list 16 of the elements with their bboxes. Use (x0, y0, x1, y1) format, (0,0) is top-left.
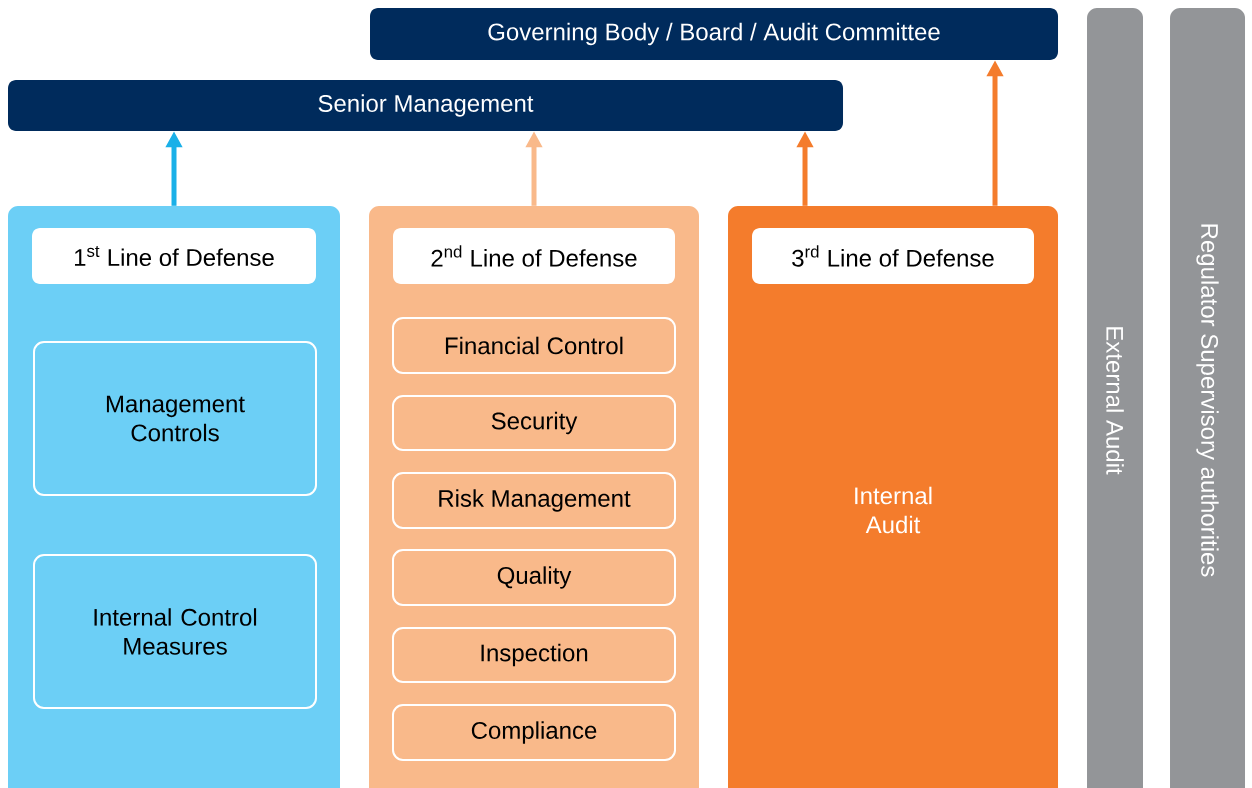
title-bar: Governing Body / Board / Audit Committee (370, 8, 1058, 60)
column-text: Internal Audit (855, 486, 932, 534)
header-label: 2$^{nd}$ Line of Defense (393, 228, 675, 284)
title-bar: Senior Management (8, 80, 843, 131)
header-label: 3$^{rd}$ Line of Defense (752, 228, 1034, 284)
control-box: Management Controls (33, 341, 317, 496)
function-box: Inspection (392, 627, 676, 683)
side-bar: Regulator Supervisory authorities (1170, 8, 1245, 788)
function-box: Financial Control (392, 317, 676, 374)
side-bar: External Audit (1087, 8, 1143, 788)
function-box: Security (392, 395, 676, 451)
function-box: Quality (392, 549, 676, 606)
header-label: 1$^{st}$ Line of Defense (32, 228, 316, 284)
function-box: Compliance (392, 704, 676, 761)
control-box: Internal Control Measures (33, 554, 317, 709)
function-box: Risk Management (392, 472, 676, 529)
